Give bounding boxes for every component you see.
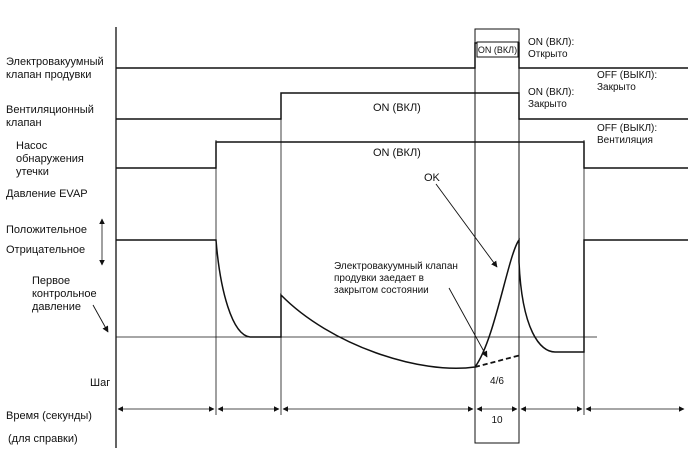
purge-off-state: OFF (ВЫКЛ): Закрыто bbox=[597, 70, 658, 93]
ok-pointer-arrow bbox=[435, 183, 498, 268]
time-sub-label: (для справки) bbox=[8, 433, 78, 445]
vent-valve-label: Вентиляционный клапан bbox=[6, 104, 94, 129]
time-step-value: 10 bbox=[491, 415, 503, 426]
vent-off-state: OFF (ВЫКЛ): Вентиляция bbox=[597, 123, 658, 146]
purge-valve-waveform bbox=[116, 42, 688, 69]
stuck-pointer-arrow bbox=[448, 287, 488, 358]
leak-pump-label: Насос обнаружения утечки bbox=[16, 140, 84, 178]
vent-on-text: ON (ВКЛ) bbox=[373, 102, 421, 114]
step-window-frame bbox=[474, 28, 520, 444]
positive-label: Положительное bbox=[6, 224, 87, 236]
purge-on-box bbox=[476, 41, 519, 58]
purge-on-box-text: ON (ВКЛ) bbox=[477, 45, 518, 55]
vent-on-state: ON (ВКЛ): Закрыто bbox=[528, 87, 575, 110]
stuck-note: Электровакуумный клапан продувки заедает… bbox=[334, 261, 458, 296]
step-label: Шаг bbox=[90, 377, 111, 389]
vent-valve-waveform bbox=[116, 92, 688, 120]
purge-on-state: ON (ВКЛ): Открыто bbox=[528, 37, 575, 60]
evap-pressure-label: Давление EVAP bbox=[6, 188, 88, 200]
step-value: 4/6 bbox=[490, 376, 504, 387]
leak-pump-waveform bbox=[116, 141, 688, 169]
evap-pressure-curve bbox=[116, 237, 688, 369]
leak-pump-on-text: ON (ВКЛ) bbox=[373, 147, 421, 159]
ok-label: OK bbox=[424, 172, 440, 184]
reference-pointer-arrow bbox=[92, 304, 109, 333]
first-reference-label: Первое контрольное давление bbox=[32, 275, 97, 313]
stuck-pressure-dashed-line bbox=[474, 354, 522, 368]
negative-label: Отрицательное bbox=[6, 244, 86, 256]
purge-valve-label: Электровакуумный клапан продувки bbox=[6, 56, 104, 81]
time-label: Время (секунды) bbox=[6, 410, 92, 422]
